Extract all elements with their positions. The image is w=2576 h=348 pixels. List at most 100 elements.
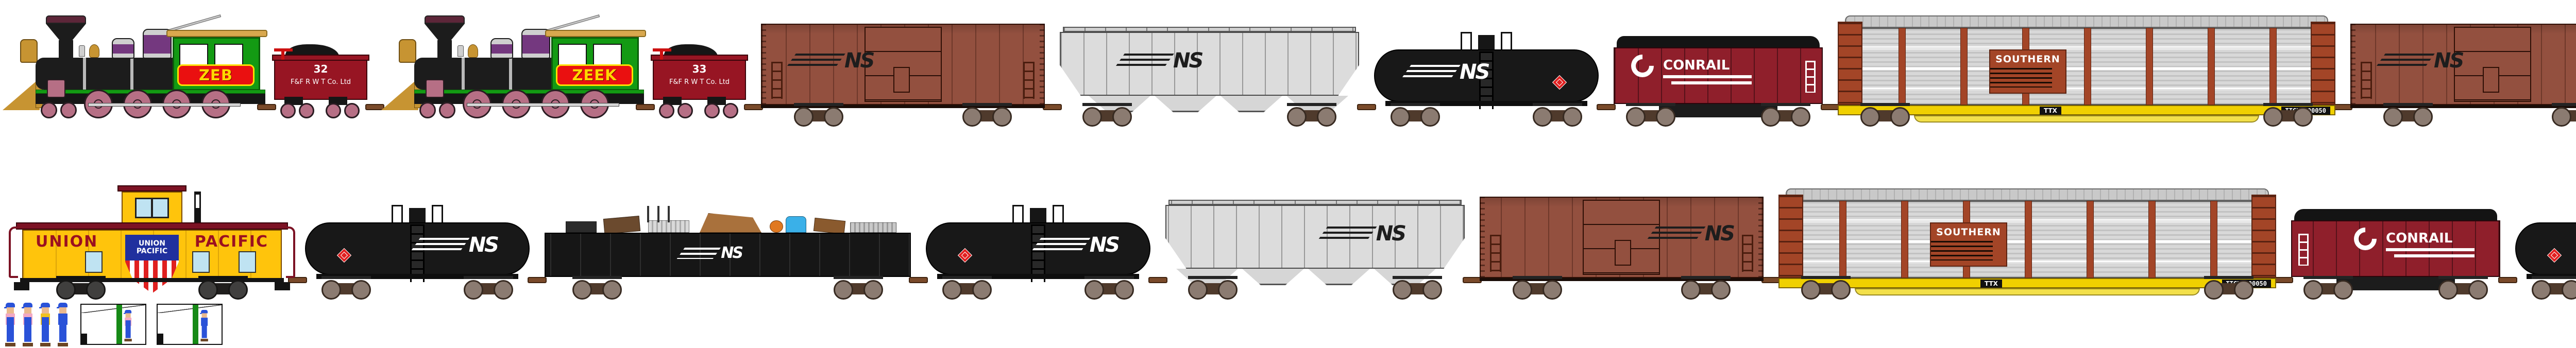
engineer-head xyxy=(7,307,14,314)
truck-wheels xyxy=(1860,103,1910,127)
cab-roof xyxy=(545,30,646,37)
side-rod xyxy=(467,103,619,107)
tender-number: 33 xyxy=(692,63,707,75)
truck-wheels xyxy=(794,103,843,127)
engineer-overalls xyxy=(125,320,131,338)
cowcatcher-icon xyxy=(381,78,418,110)
cupola-roof xyxy=(117,185,187,192)
autorack-post xyxy=(2208,28,2215,105)
tender-wheel xyxy=(677,103,693,118)
engineer-shoes xyxy=(58,343,68,346)
running-board xyxy=(36,90,265,94)
scrap-pipe xyxy=(850,222,896,233)
autorack-post xyxy=(2084,28,2091,105)
ns-speed-lines-icon xyxy=(1401,65,1461,79)
smokestack-cap xyxy=(46,15,86,24)
ns-scrap-gondola: NS xyxy=(544,173,912,297)
hopper-bay xyxy=(1308,269,1370,285)
railroad-placard: SOUTHERN xyxy=(1930,222,2007,267)
ns-speed-lines-icon xyxy=(786,54,845,68)
engineer-shoes xyxy=(5,343,15,346)
ladder-icon xyxy=(1742,235,1753,272)
coupler xyxy=(257,104,276,110)
autorack-post xyxy=(1960,28,1968,105)
caboose-lettering-right: PACIFIC xyxy=(194,233,268,251)
shield-text: UNION xyxy=(139,239,165,248)
ns-logo: NS xyxy=(1646,222,1734,246)
end-cage xyxy=(2311,22,2335,105)
cab-window-engineer-pink-icon xyxy=(80,304,146,345)
tender-wheel xyxy=(299,103,314,118)
pilot-wheel xyxy=(439,102,455,118)
coupler xyxy=(2498,277,2517,283)
engineer-overalls xyxy=(7,317,14,342)
ns-speed-lines-icon xyxy=(1317,227,1377,241)
truck-wheels xyxy=(1287,103,1336,127)
engineer-cap-icon xyxy=(41,303,50,307)
autorack-roof xyxy=(1845,15,2328,28)
steam-dome-icon xyxy=(112,38,134,59)
caboose-roof xyxy=(16,222,288,230)
tender-body xyxy=(653,60,746,100)
ttx-mark: TTX xyxy=(1980,280,2002,288)
truck-wheels xyxy=(1533,103,1582,127)
end-cage xyxy=(1838,22,1862,105)
ns-logo: NS xyxy=(786,49,875,72)
coupler xyxy=(1597,104,1616,110)
end-railing xyxy=(9,227,18,278)
truck-wheels xyxy=(1681,276,1731,294)
locomotive-cab: ZEB xyxy=(173,37,260,91)
truck-wheels xyxy=(834,276,883,294)
truck-wheels xyxy=(2263,103,2313,127)
ladder-icon xyxy=(1479,51,1494,109)
locomotive-name: ZEEK xyxy=(572,66,617,84)
ladder-icon xyxy=(771,62,783,99)
tender-number: 32 xyxy=(313,63,328,75)
engineer-cap-icon xyxy=(58,303,67,307)
ns-logo: NS xyxy=(1030,233,1118,257)
hopper-bay xyxy=(1242,269,1304,285)
scrap-tire xyxy=(566,221,597,233)
truck-wheels xyxy=(1626,103,1675,127)
shield-stripes xyxy=(125,260,179,293)
ns-speed-lines-icon xyxy=(1114,54,1174,68)
coupler xyxy=(909,277,928,283)
hopper-body xyxy=(1060,32,1359,96)
hopper-roofwalk xyxy=(1168,200,1462,205)
locomotive-cab: ZEEK xyxy=(551,37,639,91)
ns-tank-car: NS xyxy=(2514,173,2576,297)
truck-wheels xyxy=(198,276,248,300)
air-pump xyxy=(426,79,444,98)
tender-body xyxy=(274,60,367,100)
tender-wheel xyxy=(280,103,296,118)
conrail-logo: CONRAIL xyxy=(1626,49,1760,92)
autorack-post xyxy=(1899,28,1906,105)
conrail-wheel-icon xyxy=(1626,49,1659,82)
truck-wheels xyxy=(1188,276,1238,294)
ns-boxcar: NS xyxy=(2349,0,2576,127)
autorack-post xyxy=(2087,201,2094,278)
ladder-icon xyxy=(2361,62,2372,99)
autorack-roof xyxy=(1786,188,2269,201)
engineer-overalls xyxy=(59,317,66,342)
caboose-window xyxy=(239,251,256,273)
engineer-shoes xyxy=(40,343,50,346)
tender-company: F&F R W T Co. Ltd xyxy=(669,78,730,86)
scrap-rods xyxy=(644,206,670,222)
scrap-boat xyxy=(700,213,761,233)
ns-speed-lines-icon xyxy=(676,248,721,259)
truck-wheels xyxy=(2552,103,2576,127)
ladder-icon xyxy=(2298,234,2309,266)
coupler xyxy=(288,277,307,283)
truck-wheels xyxy=(321,276,371,294)
tender-company: F&F R W T Co. Ltd xyxy=(290,78,351,86)
engineer-head xyxy=(201,313,207,318)
autorack-post xyxy=(2210,201,2217,278)
cowcatcher-icon xyxy=(3,78,40,110)
brake-wheel-icon xyxy=(274,48,293,60)
